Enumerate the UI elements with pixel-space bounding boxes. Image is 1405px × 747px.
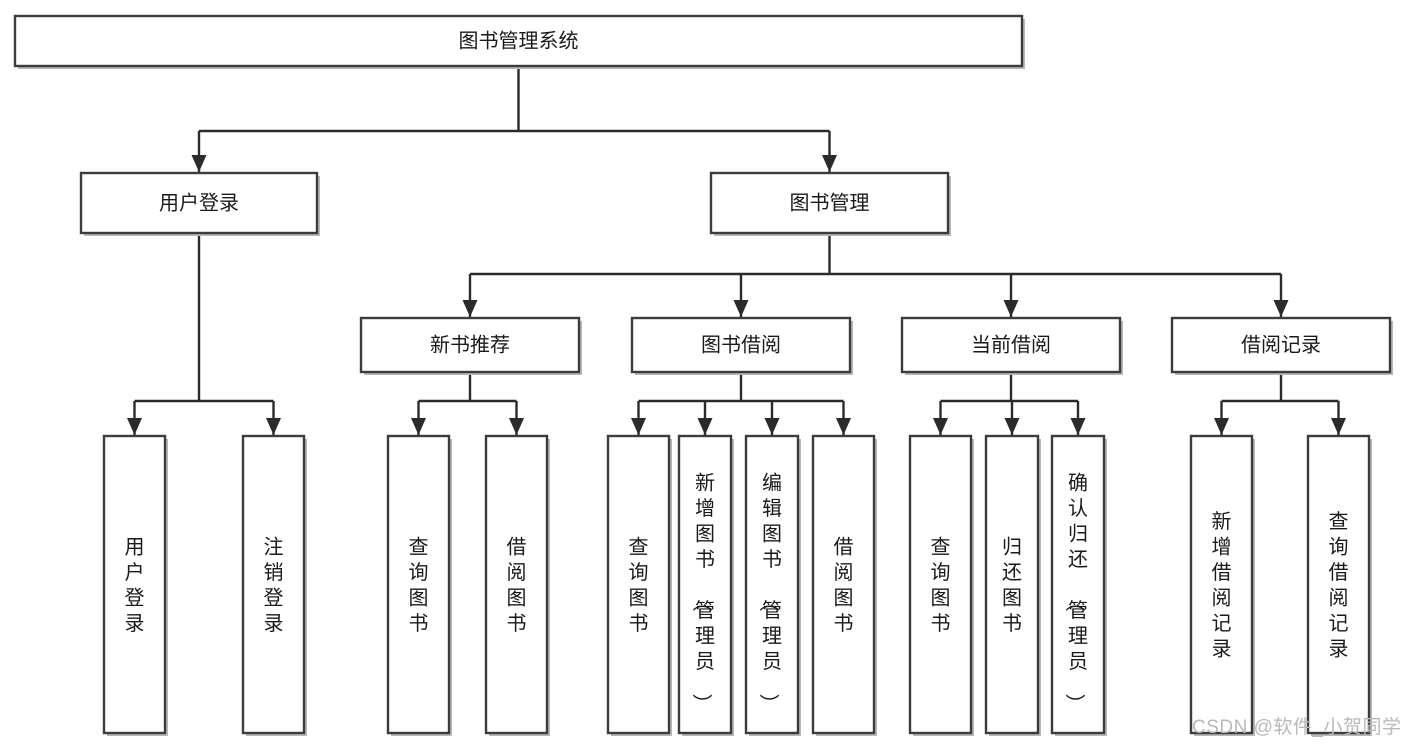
node-box [13,14,1024,68]
arrow-head-icon [462,300,478,317]
node-layer: 图书管理系统用户登录用户登录注销登录图书管理新书推荐查询图书借阅图书图书借阅查询… [13,14,1393,736]
node-label: 查询图书 [931,535,951,635]
node-bb-add-book[interactable]: 新增图书（管理员） [677,434,734,736]
node-book-manage[interactable]: 图书管理 [709,171,951,236]
node-br-query-record[interactable]: 查询借阅记录 [1306,434,1372,736]
node-box [1189,434,1254,735]
node-cb-query-book[interactable]: 查询图书 [908,434,974,736]
node-user-login-do[interactable]: 用户登录 [102,434,168,736]
node-box [606,434,671,735]
node-user-logout[interactable]: 注销登录 [241,434,307,736]
node-box [1170,316,1392,374]
node-box [1050,434,1106,735]
node-box [630,316,852,374]
arrow-head-icon [697,418,713,435]
node-box [241,434,306,735]
node-new-book-recommend[interactable]: 新书推荐 [359,316,582,375]
node-box [1306,434,1371,735]
node-box [900,316,1122,374]
node-label: 新增图书（管理员） [690,472,715,714]
node-bb-borrow-book[interactable]: 借阅图书 [811,434,877,736]
arrow-head-icon [411,418,426,435]
node-label: 注销登录 [264,535,284,635]
arrow-head-icon [1273,300,1289,317]
node-label: 用户登录 [125,536,145,635]
node-box [744,434,800,735]
node-nbr-borrow-book[interactable]: 借阅图书 [484,434,550,736]
node-label: 借阅记录 [1241,333,1321,356]
node-cb-return-book[interactable]: 归还图书 [984,434,1041,736]
arrow-head-icon [1214,418,1229,435]
node-box [811,434,876,735]
node-label: 图书管理系统 [459,29,579,52]
node-root[interactable]: 图书管理系统 [13,14,1025,69]
node-bb-query-book[interactable]: 查询图书 [606,434,672,736]
node-user-login[interactable]: 用户登录 [79,171,320,236]
node-current-borrow[interactable]: 当前借阅 [900,316,1123,375]
arrow-head-icon [631,418,646,435]
node-label: 新书推荐 [430,333,510,356]
node-label: 确认归还（管理员） [1063,472,1088,714]
node-cb-confirm-return[interactable]: 确认归还（管理员） [1050,434,1107,736]
node-label: 查询图书 [629,535,649,635]
arrow-head-icon [1004,418,1020,435]
node-box [79,171,319,235]
arrow-head-icon [1070,418,1086,435]
node-label: 借阅图书 [507,535,527,635]
node-label: 借阅图书 [834,535,854,635]
node-label: 归还图书 [1002,535,1022,635]
arrow-head-icon [836,418,851,435]
arrow-head-icon [509,418,524,435]
node-box [484,434,549,735]
node-label: 用户登录 [159,191,239,214]
node-br-add-record[interactable]: 新增借阅记录 [1189,434,1255,736]
node-label: 当前借阅 [971,333,1051,356]
arrow-head-icon [1331,418,1346,435]
node-box [386,434,451,735]
arrow-head-icon [733,300,749,317]
arrow-head-icon [1003,300,1019,317]
node-box [359,316,581,374]
node-box [908,434,973,735]
csdn-watermark: CSDN @软件_小贺同学 [1192,717,1402,738]
arrow-head-icon [764,418,780,435]
node-label: 查询图书 [409,535,429,635]
arrow-head-icon [127,418,142,435]
arrow-head-icon [822,155,837,172]
node-book-borrow[interactable]: 图书借阅 [630,316,853,375]
node-label: 查询借阅记录 [1329,510,1349,661]
node-box [709,171,950,235]
node-bb-edit-book[interactable]: 编辑图书（管理员） [744,434,801,736]
node-borrow-record[interactable]: 借阅记录 [1170,316,1393,375]
node-nbr-query-book[interactable]: 查询图书 [386,434,452,736]
node-box [677,434,733,735]
node-box [102,434,167,735]
connector-layer [127,66,1346,435]
node-label: 图书借阅 [701,333,781,356]
node-label: 新增借阅记录 [1212,510,1232,661]
node-label: 编辑图书（管理员） [757,472,782,714]
arrow-head-icon [933,418,948,435]
arrow-head-icon [266,418,281,435]
node-box [984,434,1040,735]
node-label: 图书管理 [790,191,870,214]
arrow-head-icon [191,155,207,172]
